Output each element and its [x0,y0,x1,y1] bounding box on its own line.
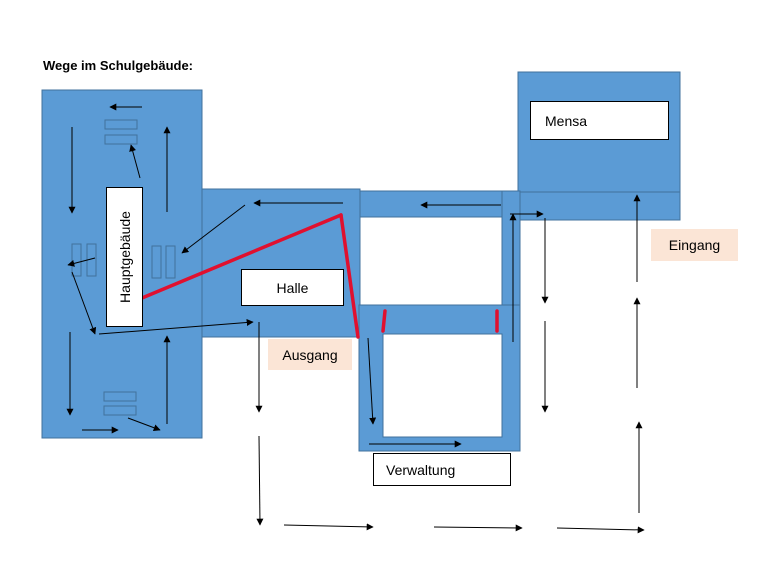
diagram-title: Wege im Schulgebäude: [43,58,194,73]
verwaltung-label: Verwaltung [373,453,511,486]
arrow [98,319,254,335]
arrow [181,204,246,254]
stair-symbols [71,119,176,416]
upper-corridor [359,190,521,218]
arrow [556,526,645,534]
mensa-corridor [517,191,681,221]
ausgang-label: Ausgang [268,339,352,370]
arrow [256,435,264,526]
route-arrows [66,103,645,534]
eingang-label: Eingang [651,229,738,261]
red-route [140,213,499,339]
arrow [67,257,96,267]
arrow [367,337,377,425]
arrow [127,417,161,432]
arrow [71,271,97,335]
hauptgebaeude-label: Hauptgebäude [116,211,133,303]
arrow [433,524,523,532]
arrow [129,144,141,179]
halle-label: Halle [241,269,344,306]
mensa-label: Mensa [530,101,669,140]
admin-building [358,304,521,452]
hauptgebaeude-label-box: Hauptgebäude [106,187,143,327]
arrow [283,523,374,531]
